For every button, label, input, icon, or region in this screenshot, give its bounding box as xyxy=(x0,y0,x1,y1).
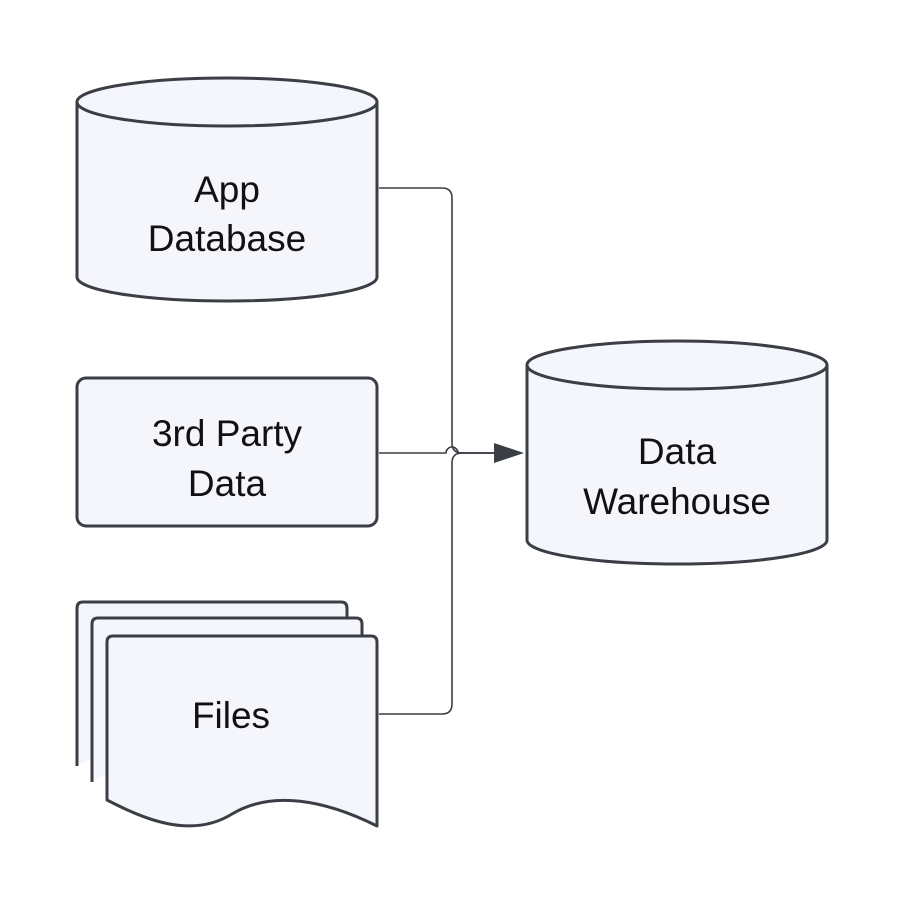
edges xyxy=(379,187,524,715)
edge-app-database-to-warehouse xyxy=(379,187,498,454)
edge-files-to-warehouse xyxy=(379,452,498,715)
node-label: 3rd Party xyxy=(152,413,303,454)
node-third-party-data[interactable]: 3rd Party Data xyxy=(75,376,379,528)
node-app-database[interactable]: App Database xyxy=(75,76,379,303)
node-data-warehouse[interactable]: Data Warehouse xyxy=(525,339,829,566)
node-label: Files xyxy=(192,695,270,736)
node-label: Data xyxy=(638,431,717,472)
node-label: Data xyxy=(188,463,267,504)
edge-third-party-to-warehouse xyxy=(379,446,498,454)
cylinder-body xyxy=(75,102,379,303)
cylinder-body xyxy=(525,365,829,566)
document-front-sheet xyxy=(105,634,379,828)
node-label: App xyxy=(194,169,260,210)
cylinder-top xyxy=(525,339,829,391)
rounded-rect xyxy=(75,376,379,528)
cylinder-top xyxy=(75,76,379,128)
arrowhead xyxy=(494,443,524,463)
node-label: Database xyxy=(148,218,306,259)
node-label: Warehouse xyxy=(583,481,771,522)
node-files[interactable]: Files xyxy=(75,600,379,828)
